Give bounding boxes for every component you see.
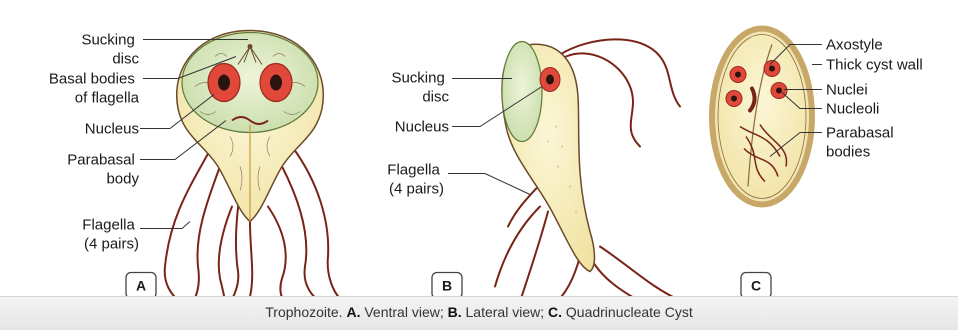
panel-b-nucleus [540,68,560,92]
panel-b-sucking-disc [502,42,542,142]
figure-caption: Trophozoite. A. Ventral view; B. Lateral… [0,304,958,320]
panel-a-sucking-disc-label: Sucking disc [81,32,139,68]
panel-c-nucleus [730,67,746,83]
panel-c-nucleus [726,91,742,107]
panel-c-letter-box: C [741,273,771,299]
svg-text:A: A [136,278,146,294]
caption-a-key: A. [346,304,360,320]
panel-a-flagella-label: Flagella (4 pairs) [82,217,139,253]
panel-c-nucleus [771,83,787,99]
caption-b-key: B. [448,304,462,320]
caption-a-text: Ventral view; [364,304,443,320]
panel-c-nucleoli-label: Nucleoli [826,101,879,118]
panel-c-cyst-wall-label: Thick cyst wall [826,57,923,74]
panel-b-nucleus-label: Nucleus [395,119,449,136]
caption-c-key: C. [548,304,562,320]
panel-a: Sucking disc Basal bodies of flagella Nu… [49,31,340,311]
svg-text:B: B [442,278,452,294]
panel-a-letter-box: A [126,273,156,299]
panel-a-nucleus-right [260,64,292,102]
caption-b-text: Lateral view; [466,304,545,320]
panel-c-parabasal-label: Parabasal bodies [826,125,898,161]
panel-b-sucking-disc-label: Sucking disc [391,70,449,106]
panel-a-parabasal-label: Parabasal body [67,152,139,188]
caption-c-text: Quadrinucleate Cyst [566,304,693,320]
panel-b: Sucking disc Nucleus Flagella (4 pairs) … [387,39,680,306]
panel-c-axostyle-label: Axostyle [826,37,883,54]
panel-b-flagella-label: Flagella (4 pairs) [387,162,444,198]
panel-b-letter-box: B [432,273,462,299]
panel-c: Axostyle Thick cyst wall Nuclei Nucleoli… [712,29,923,299]
caption-lead: Trophozoite. [265,304,342,320]
svg-text:C: C [751,278,761,294]
panel-a-nucleus-label: Nucleus [85,121,139,138]
panel-c-nuclei-label: Nuclei [826,82,868,99]
panel-a-basal-bodies-label: Basal bodies of flagella [49,71,140,107]
